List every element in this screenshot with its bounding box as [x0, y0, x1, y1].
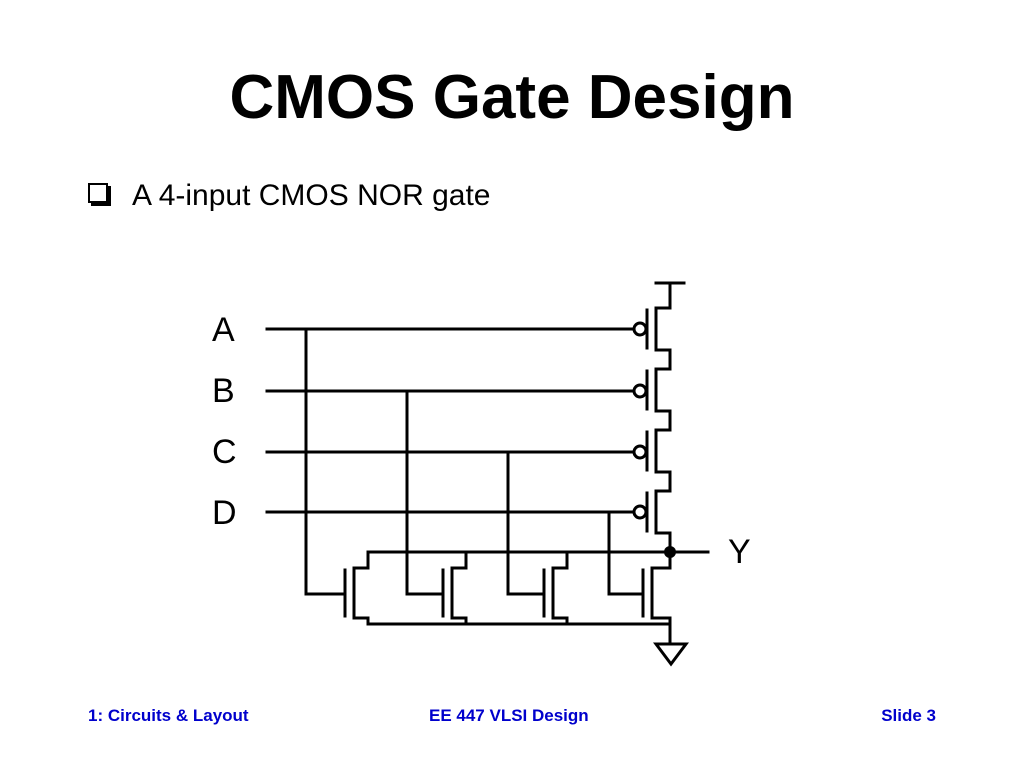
- nmos-transistor-c: [542, 550, 569, 626]
- vdd-rail: [654, 281, 686, 310]
- bullet-item: A 4-input CMOS NOR gate: [88, 176, 490, 216]
- footer-course-title: EE 447 VLSI Design: [429, 706, 589, 725]
- pmos-transistor-a: [632, 306, 672, 352]
- bullet-text: A 4-input CMOS NOR gate: [132, 179, 491, 212]
- nmos-transistor-b: [441, 550, 468, 626]
- input-label-a: A: [212, 311, 235, 349]
- input-wire-b: [265, 389, 636, 596]
- pmos-transistor-d: [632, 489, 672, 535]
- input-label-c: C: [212, 433, 237, 471]
- footer-slide-number: Slide 3: [881, 706, 936, 725]
- input-wire-a: [265, 327, 636, 596]
- nmos-transistor-a: [343, 550, 370, 626]
- input-wire-d: [265, 510, 645, 596]
- output-label-y: Y: [728, 533, 751, 571]
- input-label-b: B: [212, 372, 235, 410]
- square-bullet-icon: [88, 183, 108, 203]
- pmos-transistor-b: [632, 367, 672, 413]
- footer-course-section: 1: Circuits & Layout: [88, 706, 249, 725]
- slide-title: CMOS Gate Design: [229, 63, 795, 132]
- output-node-dot: [664, 546, 676, 558]
- pmos-transistor-c: [632, 428, 672, 474]
- input-wire-c: [265, 450, 636, 596]
- nmos-transistor-d: [641, 550, 672, 626]
- ground-symbol: [653, 622, 689, 667]
- input-label-d: D: [212, 494, 237, 532]
